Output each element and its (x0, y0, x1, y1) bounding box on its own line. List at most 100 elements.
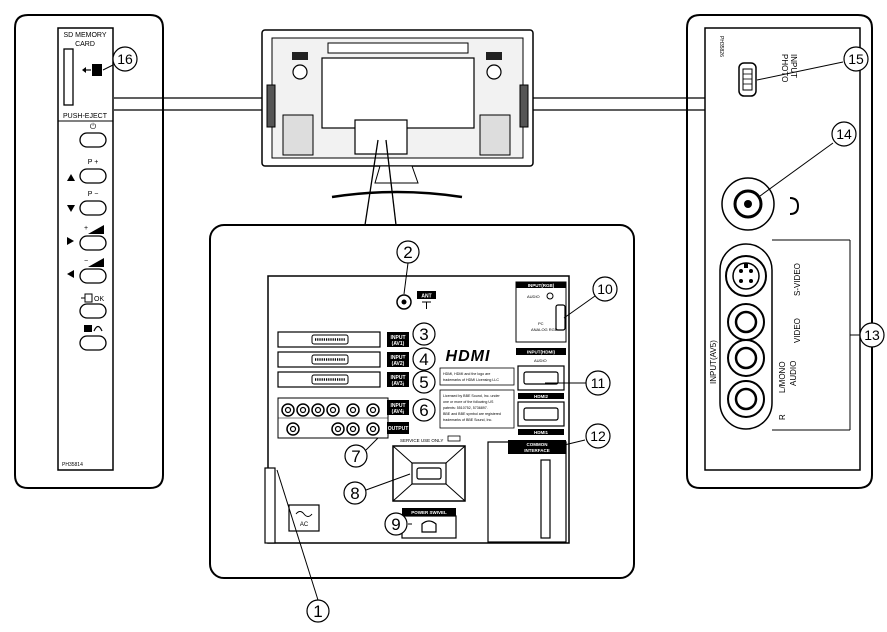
svg-text:2: 2 (403, 243, 412, 262)
license-text: one or more of the following US (443, 400, 494, 404)
rgb-audio-label: AUDIO (527, 294, 540, 299)
input-rgb-label: INPUT(RGB) (528, 283, 555, 288)
common-interface-label: COMMON (527, 442, 548, 447)
video-rca-port[interactable] (727, 303, 765, 341)
svg-text:8: 8 (350, 484, 359, 503)
pc-label: PC (538, 321, 544, 326)
hdmi2-port[interactable] (517, 365, 565, 391)
triangle-down-icon (67, 205, 75, 212)
volume-up-button[interactable] (79, 235, 107, 251)
common-interface-label: INTERFACE (524, 448, 550, 453)
svg-text:13: 13 (864, 327, 880, 343)
channel-up-button[interactable] (79, 168, 107, 184)
license-text: BBE and BBE symbol are registered (443, 412, 501, 416)
input-av2-label: (AV2) (392, 361, 405, 367)
channel-down-button[interactable] (79, 200, 107, 216)
svg-text:11: 11 (591, 375, 606, 391)
volume-wedge-icon (88, 258, 104, 267)
volume-down-button[interactable] (79, 268, 107, 284)
callout-12: 12 (585, 423, 611, 449)
s-video-port[interactable] (725, 255, 767, 297)
output-rca-jacks[interactable] (286, 422, 380, 436)
photo-input-label: INPUT (789, 54, 798, 78)
right-side-panel: PH35826 PHOTO INPUT (530, 14, 873, 489)
photo-input-port[interactable] (738, 62, 757, 97)
ac-label: AC (300, 522, 309, 528)
sd-card-icon (82, 64, 102, 76)
callout-leader-lines (102, 64, 596, 601)
ant-label: ANT (421, 294, 431, 300)
s-video-label: S-VIDEO (793, 263, 802, 296)
common-interface-slot[interactable] (540, 459, 551, 539)
service-rs232-port[interactable] (392, 445, 466, 502)
svg-text:16: 16 (117, 51, 133, 67)
callout-8: 8 (343, 481, 367, 505)
rgb-audio-jack[interactable] (546, 292, 554, 300)
headphone-jack[interactable] (721, 177, 775, 231)
ok-label: OK (94, 296, 104, 303)
antenna-port[interactable] (396, 294, 412, 310)
photo-input-label: PHOTO (780, 54, 789, 82)
svg-text:1: 1 (313, 602, 322, 621)
svg-text:14: 14 (836, 126, 852, 142)
callout-7: 7 (344, 444, 368, 468)
hdmi-logo: HDMI (446, 348, 491, 365)
license-text: trademarks of BBE Sound, Inc. (443, 418, 492, 422)
svg-text:10: 10 (597, 281, 613, 297)
scart-av3-port[interactable] (277, 371, 381, 388)
svg-text:12: 12 (590, 428, 606, 444)
hdmi-trademark-text: trademarks of HDMI Licensing LLC (443, 378, 499, 382)
audio-left-rca-port[interactable] (727, 339, 765, 377)
input-icon (81, 293, 93, 303)
model-label: PH35826 (718, 36, 724, 57)
callout-14: 14 (831, 121, 857, 147)
headphone-icon (789, 197, 800, 215)
callout-13: 13 (859, 322, 885, 348)
volume-down-label: − (84, 258, 88, 265)
power-swivel-label: POWER SWIVEL (411, 510, 447, 515)
input-av5-label: INPUT(AV5) (709, 340, 718, 384)
hdmi1-port[interactable] (517, 401, 565, 427)
ac-wave-icon (295, 511, 313, 517)
input-av3-label: INPUT (391, 375, 406, 381)
volume-wedge-icon (88, 225, 104, 234)
tv-rear-view (261, 29, 534, 226)
callout-10: 10 (592, 276, 618, 302)
hdmi-audio-label: AUDIO (534, 358, 547, 363)
triangle-left-icon (67, 270, 74, 278)
svg-text:15: 15 (848, 51, 864, 67)
channel-down-label: P − (88, 191, 99, 198)
service-use-only-label: SERVICE USE ONLY (400, 438, 443, 443)
input-hdmi-label: INPUT(HDMI) (527, 350, 555, 355)
vga-port[interactable] (555, 304, 566, 331)
audio-right-rca-port[interactable] (727, 380, 765, 418)
volume-up-label: + (84, 225, 88, 232)
sd-card-slot[interactable] (63, 48, 74, 106)
sd-card-title: CARD (75, 41, 95, 48)
analog-rgb-label: ANALOG RGB (531, 327, 558, 332)
hdmi2-label: HDMI2 (534, 394, 548, 399)
input-av3-label: (AV3) (392, 381, 405, 387)
hdmi-trademark-text: HDMI, HDMI and the logo are (443, 372, 490, 376)
input-av1-label: INPUT (391, 335, 406, 341)
callout-16: 16 (112, 46, 138, 72)
callout-3: 3 (412, 322, 436, 346)
input-av1-label: (AV1) (392, 341, 405, 347)
power-button[interactable] (79, 132, 107, 148)
menu-button[interactable] (79, 335, 107, 351)
svg-text:5: 5 (419, 373, 428, 392)
av4-rca-jacks[interactable] (281, 403, 380, 417)
triangle-right-icon (67, 237, 74, 245)
lmono-label: L/MONO (778, 361, 787, 393)
callout-15: 15 (843, 46, 869, 72)
license-text: patents: 5510752, 5736897. (443, 406, 488, 410)
scart-av2-port[interactable] (277, 351, 381, 368)
svg-text:3: 3 (419, 325, 428, 344)
audio-right-label: R (778, 414, 787, 420)
scart-av1-port[interactable] (277, 331, 381, 348)
callout-11: 11 (585, 370, 611, 396)
callout-5: 5 (412, 370, 436, 394)
license-text: Licensed by BBE Sound, Inc. under (443, 394, 501, 398)
power-swivel-socket[interactable] (401, 515, 457, 539)
input-ok-button[interactable] (79, 303, 107, 319)
